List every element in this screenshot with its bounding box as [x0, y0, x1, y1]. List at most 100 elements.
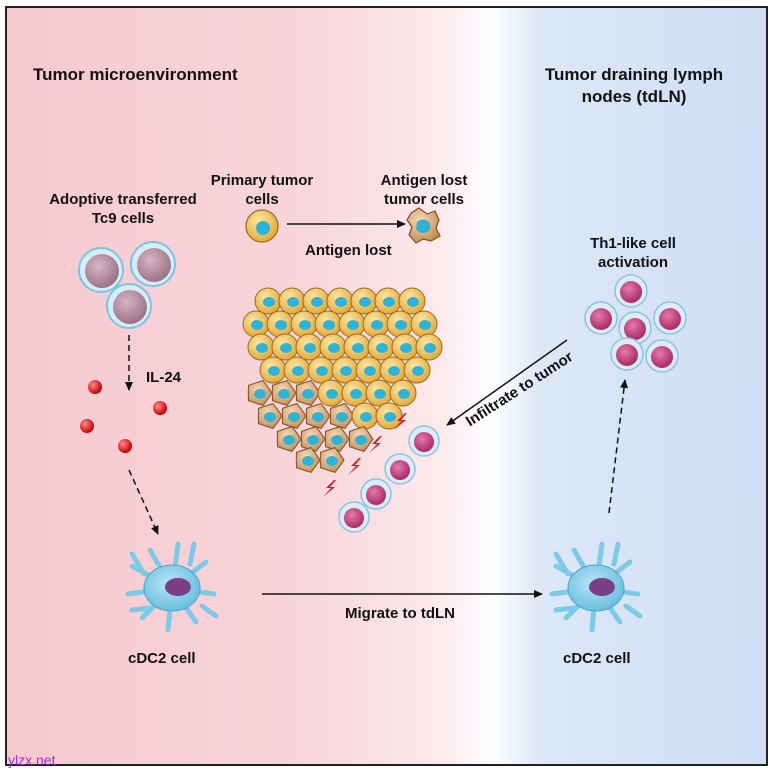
tdln-title-line1: Tumor draining lymph: [544, 65, 724, 84]
infiltrating-th1-cell: [360, 478, 392, 510]
tumor-cell: [319, 333, 347, 361]
th1-like-cell: [610, 337, 644, 371]
diagram-canvas: Infiltrate to tumor: [78, 207, 687, 633]
tumor-cell: [271, 333, 299, 361]
th1-like-cell: [584, 301, 618, 335]
tumor-cell: [317, 379, 345, 407]
il24-to-cdc2-arrow: [128, 469, 159, 535]
antigen-lost-cells-label: Antigen lost tumor cells: [369, 171, 479, 209]
antigen-lost-tumor-cell: [324, 426, 350, 452]
tumor-cell: [391, 333, 419, 361]
tumor-cell: [295, 333, 323, 361]
migrate-to-tdln-label: Migrate to tdLN: [345, 605, 455, 622]
antigen-lost-label-line2: tumor cells: [383, 191, 465, 208]
antigen-lost-tumor-cell: [329, 403, 355, 429]
tumor-cell: [355, 356, 383, 384]
tumor-cell: [341, 379, 369, 407]
infiltrating-th1-cell: [408, 425, 440, 457]
antigen-lost-tumor-cell: [348, 426, 374, 452]
th1-label-line1: Th1-like cell: [590, 235, 676, 252]
tumor-cell: [362, 310, 390, 338]
tumor-cell: [375, 402, 403, 430]
antigen-lost-arrow-label: Antigen lost: [305, 242, 392, 259]
tumor-cell: [331, 356, 359, 384]
antigen-lost-tumor-cell: [300, 426, 326, 452]
antigen-lost-tumor-cell: [271, 380, 297, 406]
tc9-cells-group: [78, 241, 176, 329]
th1-like-cell: [618, 311, 652, 345]
il24-molecule: [118, 439, 132, 453]
tumor-cell: [374, 287, 402, 315]
tc9-cell: [130, 241, 176, 287]
cdc2-cell-right-label: cDC2 cell: [563, 650, 631, 667]
tumor-cell: [338, 310, 366, 338]
tumor-cell: [278, 287, 306, 315]
tc9-cell: [78, 247, 124, 293]
antigen-lost-tumor-cell: [247, 380, 273, 406]
primary-tumor-label-line1: Primary tumor: [210, 172, 314, 189]
il24-label: IL-24: [146, 369, 182, 386]
tumor-cell: [247, 333, 275, 361]
tumor-cell: [343, 333, 371, 361]
tumor-cell: [259, 356, 287, 384]
tumor-cell: [403, 356, 431, 384]
infiltrating-th1-cells-group: [338, 425, 440, 533]
tumor-cell: [266, 310, 294, 338]
cdc2-cell-right: [549, 541, 643, 633]
tumor-cell: [367, 333, 395, 361]
antigen-lost-tumor-cell: [295, 447, 321, 473]
il24-molecule: [88, 380, 102, 394]
antigen-lost-tumor-cell: [281, 403, 307, 429]
antigen-lost-tumor-cell: [276, 426, 302, 452]
tumor-cell: [290, 310, 318, 338]
tumor-cell: [350, 287, 378, 315]
antigen-lost-tumor-cell: [295, 380, 321, 406]
th1-activation-label: Th1-like cell activation: [573, 234, 693, 272]
th1-label-line2: activation: [597, 254, 669, 271]
il24-molecule: [80, 419, 94, 433]
infiltrating-th1-cell: [384, 453, 416, 485]
tumor-cell: [351, 402, 379, 430]
tumor-cell: [386, 310, 414, 338]
tdln-title-line2: nodes (tdLN): [581, 87, 687, 106]
il24-molecule: [153, 401, 167, 415]
lightning-bolt-icon: [323, 480, 336, 497]
antigen-lost-tumor-cell: [406, 207, 441, 244]
tumor-cell: [415, 333, 443, 361]
tc9-cell: [106, 283, 152, 329]
antigen-lost-tumor-cell: [319, 447, 345, 473]
tc9-label-line1: Adoptive transferred: [49, 191, 197, 208]
tumor-cell: [302, 287, 330, 315]
tumor-cell: [389, 379, 417, 407]
cdc2-cell-left: [125, 541, 219, 633]
tc9-cells-label: Adoptive transferred Tc9 cells: [23, 190, 223, 228]
tumor-microenvironment-title: Tumor microenvironment: [33, 65, 238, 84]
tc9-label-line2: Tc9 cells: [91, 210, 155, 227]
primary-tumor-cell: [245, 209, 279, 243]
tumor-mass: [242, 287, 443, 473]
antigen-lost-label-line1: Antigen lost: [380, 172, 468, 189]
watermark-text: ylzx.net: [8, 752, 56, 768]
infiltrate-to-tumor-label: Infiltrate to tumor: [463, 348, 577, 430]
th1-like-cell: [645, 339, 679, 373]
tumor-cell: [326, 287, 354, 315]
primary-tumor-label: Primary tumor cells: [202, 171, 322, 209]
tumor-cell: [379, 356, 407, 384]
tumor-cell: [314, 310, 342, 338]
tumor-cell: [283, 356, 311, 384]
tumor-cell: [254, 287, 282, 315]
tumor-cell: [410, 310, 438, 338]
lightning-bolt-icon: [348, 458, 361, 475]
tumor-cell: [307, 356, 335, 384]
th1-like-cell: [614, 274, 648, 308]
th1-like-cells-group: [584, 274, 687, 373]
primary-tumor-label-line2: cells: [245, 191, 279, 208]
tumor-cell: [398, 287, 426, 315]
il24-molecules-group: [80, 380, 167, 453]
cdc2-to-th1-arrow: [608, 379, 629, 514]
th1-like-cell: [653, 301, 687, 335]
tumor-cell: [365, 379, 393, 407]
antigen-lost-tumor-cell: [305, 403, 331, 429]
cdc2-cell-left-label: cDC2 cell: [128, 650, 196, 667]
infiltrating-th1-cell: [338, 501, 370, 533]
